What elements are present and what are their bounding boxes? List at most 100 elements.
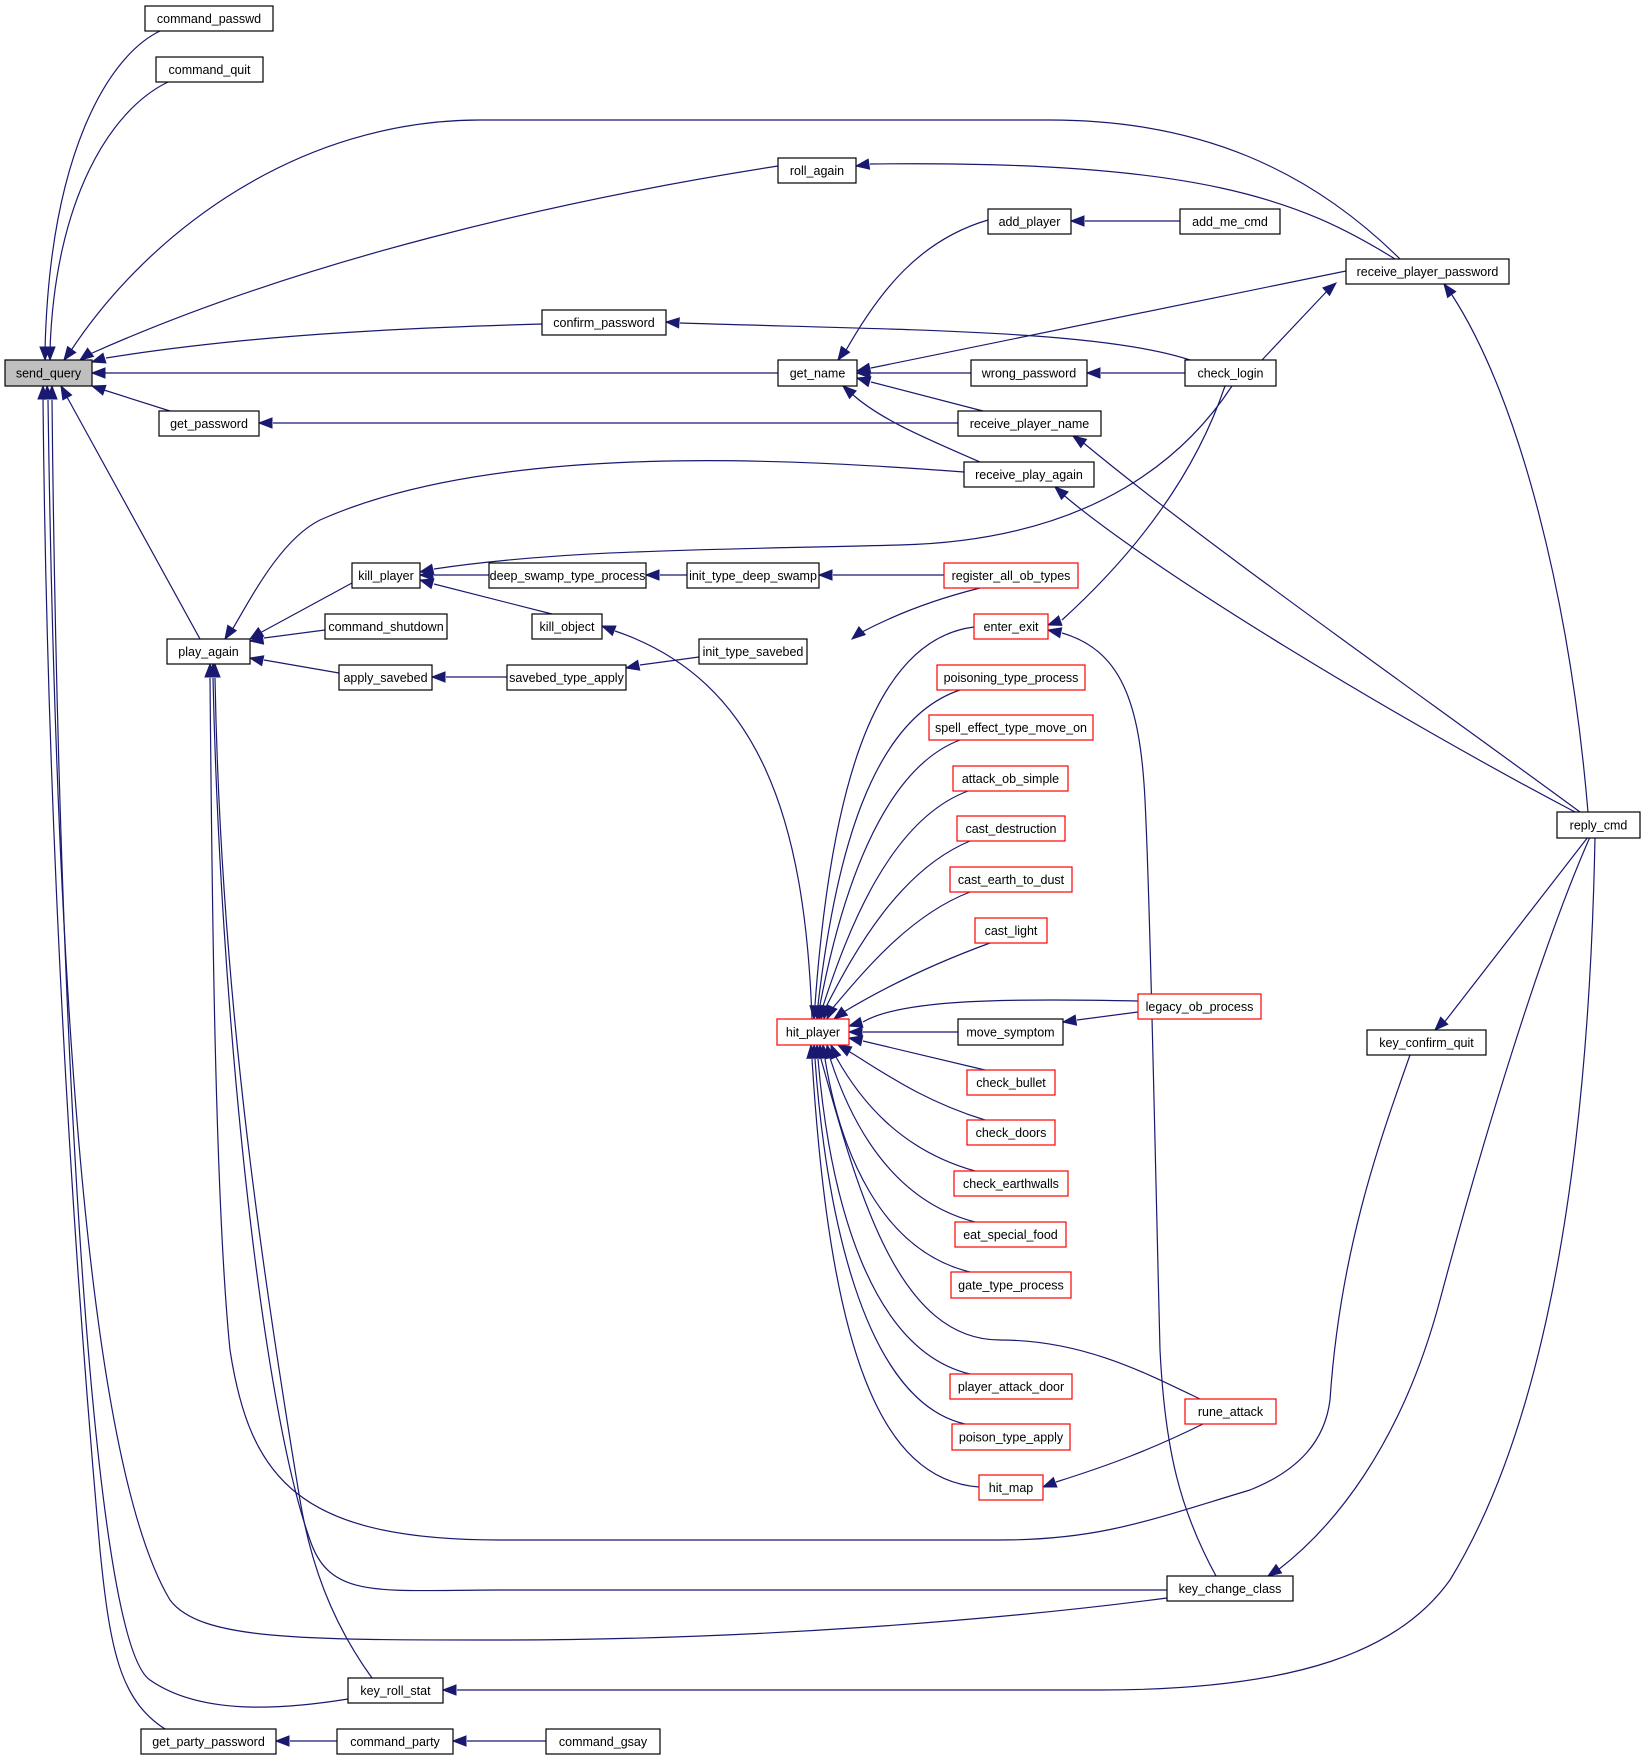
node-box[interactable] [140, 1728, 277, 1755]
node-receive_player_name[interactable]: receive_player_name [957, 410, 1102, 437]
node-command_gsay[interactable]: command_gsay [545, 1728, 661, 1755]
node-box[interactable] [4, 359, 93, 387]
node-box[interactable] [776, 1018, 850, 1046]
node-receive_player_password[interactable]: receive_player_password [1345, 258, 1510, 285]
node-cast_earth_to_dust[interactable]: cast_earth_to_dust [949, 866, 1073, 893]
node-player_attack_door[interactable]: player_attack_door [949, 1373, 1073, 1400]
node-reply_cmd[interactable]: reply_cmd [1556, 811, 1641, 839]
node-box[interactable] [686, 562, 820, 589]
node-box[interactable] [1137, 993, 1262, 1020]
node-poisoning_type_process[interactable]: poisoning_type_process [936, 664, 1086, 691]
node-box[interactable] [957, 410, 1102, 437]
node-confirm_password[interactable]: confirm_password [541, 309, 667, 336]
node-box[interactable] [963, 461, 1095, 488]
node-box[interactable] [954, 1221, 1067, 1248]
node-command_quit[interactable]: command_quit [155, 56, 264, 83]
node-cast_light[interactable]: cast_light [974, 917, 1048, 944]
node-box[interactable] [545, 1728, 661, 1755]
node-box[interactable] [970, 359, 1088, 387]
node-key_confirm_quit[interactable]: key_confirm_quit [1366, 1029, 1487, 1056]
node-box[interactable] [1179, 208, 1281, 235]
node-kill_object[interactable]: kill_object [531, 613, 603, 640]
node-box[interactable] [952, 765, 1069, 792]
node-poison_type_apply[interactable]: poison_type_apply [951, 1423, 1071, 1451]
node-command_shutdown[interactable]: command_shutdown [324, 613, 448, 640]
node-box[interactable] [144, 5, 274, 32]
node-roll_again[interactable]: roll_again [777, 157, 857, 184]
node-check_bullet[interactable]: check_bullet [966, 1069, 1056, 1096]
node-spell_effect_type_move_on[interactable]: spell_effect_type_move_on [928, 714, 1094, 741]
node-box[interactable] [928, 714, 1094, 741]
node-kill_player[interactable]: kill_player [351, 562, 421, 589]
node-key_roll_stat[interactable]: key_roll_stat [347, 1677, 444, 1704]
node-box[interactable] [949, 1373, 1073, 1400]
node-wrong_password[interactable]: wrong_password [970, 359, 1088, 387]
node-box[interactable] [953, 1170, 1069, 1197]
node-move_symptom[interactable]: move_symptom [957, 1018, 1064, 1046]
node-box[interactable] [338, 664, 433, 691]
node-box[interactable] [978, 1474, 1044, 1501]
node-init_type_deep_swamp[interactable]: init_type_deep_swamp [686, 562, 820, 589]
node-box[interactable] [531, 613, 603, 640]
node-box[interactable] [698, 638, 808, 665]
node-box[interactable] [951, 1423, 1071, 1451]
node-box[interactable] [956, 815, 1066, 842]
node-rune_attack[interactable]: rune_attack [1184, 1398, 1277, 1425]
node-box[interactable] [155, 56, 264, 83]
node-box[interactable] [1366, 1029, 1487, 1056]
node-cast_destruction[interactable]: cast_destruction [956, 815, 1066, 842]
node-box[interactable] [949, 866, 1073, 893]
node-play_again[interactable]: play_again [166, 638, 251, 665]
node-receive_play_again[interactable]: receive_play_again [963, 461, 1095, 488]
node-box[interactable] [541, 309, 667, 336]
node-box[interactable] [987, 208, 1072, 235]
node-box[interactable] [966, 1119, 1056, 1146]
node-init_type_savebed[interactable]: init_type_savebed [698, 638, 808, 665]
node-eat_special_food[interactable]: eat_special_food [954, 1221, 1067, 1248]
node-get_name[interactable]: get_name [777, 359, 858, 387]
node-apply_savebed[interactable]: apply_savebed [338, 664, 433, 691]
node-legacy_ob_process[interactable]: legacy_ob_process [1137, 993, 1262, 1020]
node-box[interactable] [943, 562, 1079, 589]
node-box[interactable] [950, 1271, 1072, 1299]
node-deep_swamp_type_process[interactable]: deep_swamp_type_process [488, 562, 647, 589]
node-box[interactable] [974, 917, 1048, 944]
node-box[interactable] [336, 1728, 454, 1755]
node-box[interactable] [158, 410, 260, 437]
node-check_login[interactable]: check_login [1184, 359, 1277, 387]
node-register_all_ob_types[interactable]: register_all_ob_types [943, 562, 1079, 589]
node-command_passwd[interactable]: command_passwd [144, 5, 274, 32]
node-command_party[interactable]: command_party [336, 1728, 454, 1755]
node-check_doors[interactable]: check_doors [966, 1119, 1056, 1146]
node-box[interactable] [347, 1677, 444, 1704]
node-box[interactable] [1166, 1575, 1294, 1602]
node-attack_ob_simple[interactable]: attack_ob_simple [952, 765, 1069, 792]
node-box[interactable] [966, 1069, 1056, 1096]
node-key_change_class[interactable]: key_change_class [1166, 1575, 1294, 1602]
node-box[interactable] [488, 562, 647, 589]
node-box[interactable] [1345, 258, 1510, 285]
node-box[interactable] [777, 157, 857, 184]
node-hit_player[interactable]: hit_player [776, 1018, 850, 1046]
node-box[interactable] [506, 664, 627, 691]
node-get_party_password[interactable]: get_party_password [140, 1728, 277, 1755]
node-box[interactable] [1556, 811, 1641, 839]
node-box[interactable] [324, 613, 448, 640]
node-hit_map[interactable]: hit_map [978, 1474, 1044, 1501]
node-add_me_cmd[interactable]: add_me_cmd [1179, 208, 1281, 235]
node-check_earthwalls[interactable]: check_earthwalls [953, 1170, 1069, 1197]
node-get_password[interactable]: get_password [158, 410, 260, 437]
node-add_player[interactable]: add_player [987, 208, 1072, 235]
node-send_query[interactable]: send_query [4, 359, 93, 387]
node-box[interactable] [166, 638, 251, 665]
node-gate_type_process[interactable]: gate_type_process [950, 1271, 1072, 1299]
node-savebed_type_apply[interactable]: savebed_type_apply [506, 664, 627, 691]
node-box[interactable] [936, 664, 1086, 691]
node-box[interactable] [973, 613, 1049, 640]
node-box[interactable] [777, 359, 858, 387]
node-box[interactable] [351, 562, 421, 589]
node-box[interactable] [1184, 359, 1277, 387]
node-box[interactable] [957, 1018, 1064, 1046]
node-enter_exit[interactable]: enter_exit [973, 613, 1049, 640]
node-box[interactable] [1184, 1398, 1277, 1425]
